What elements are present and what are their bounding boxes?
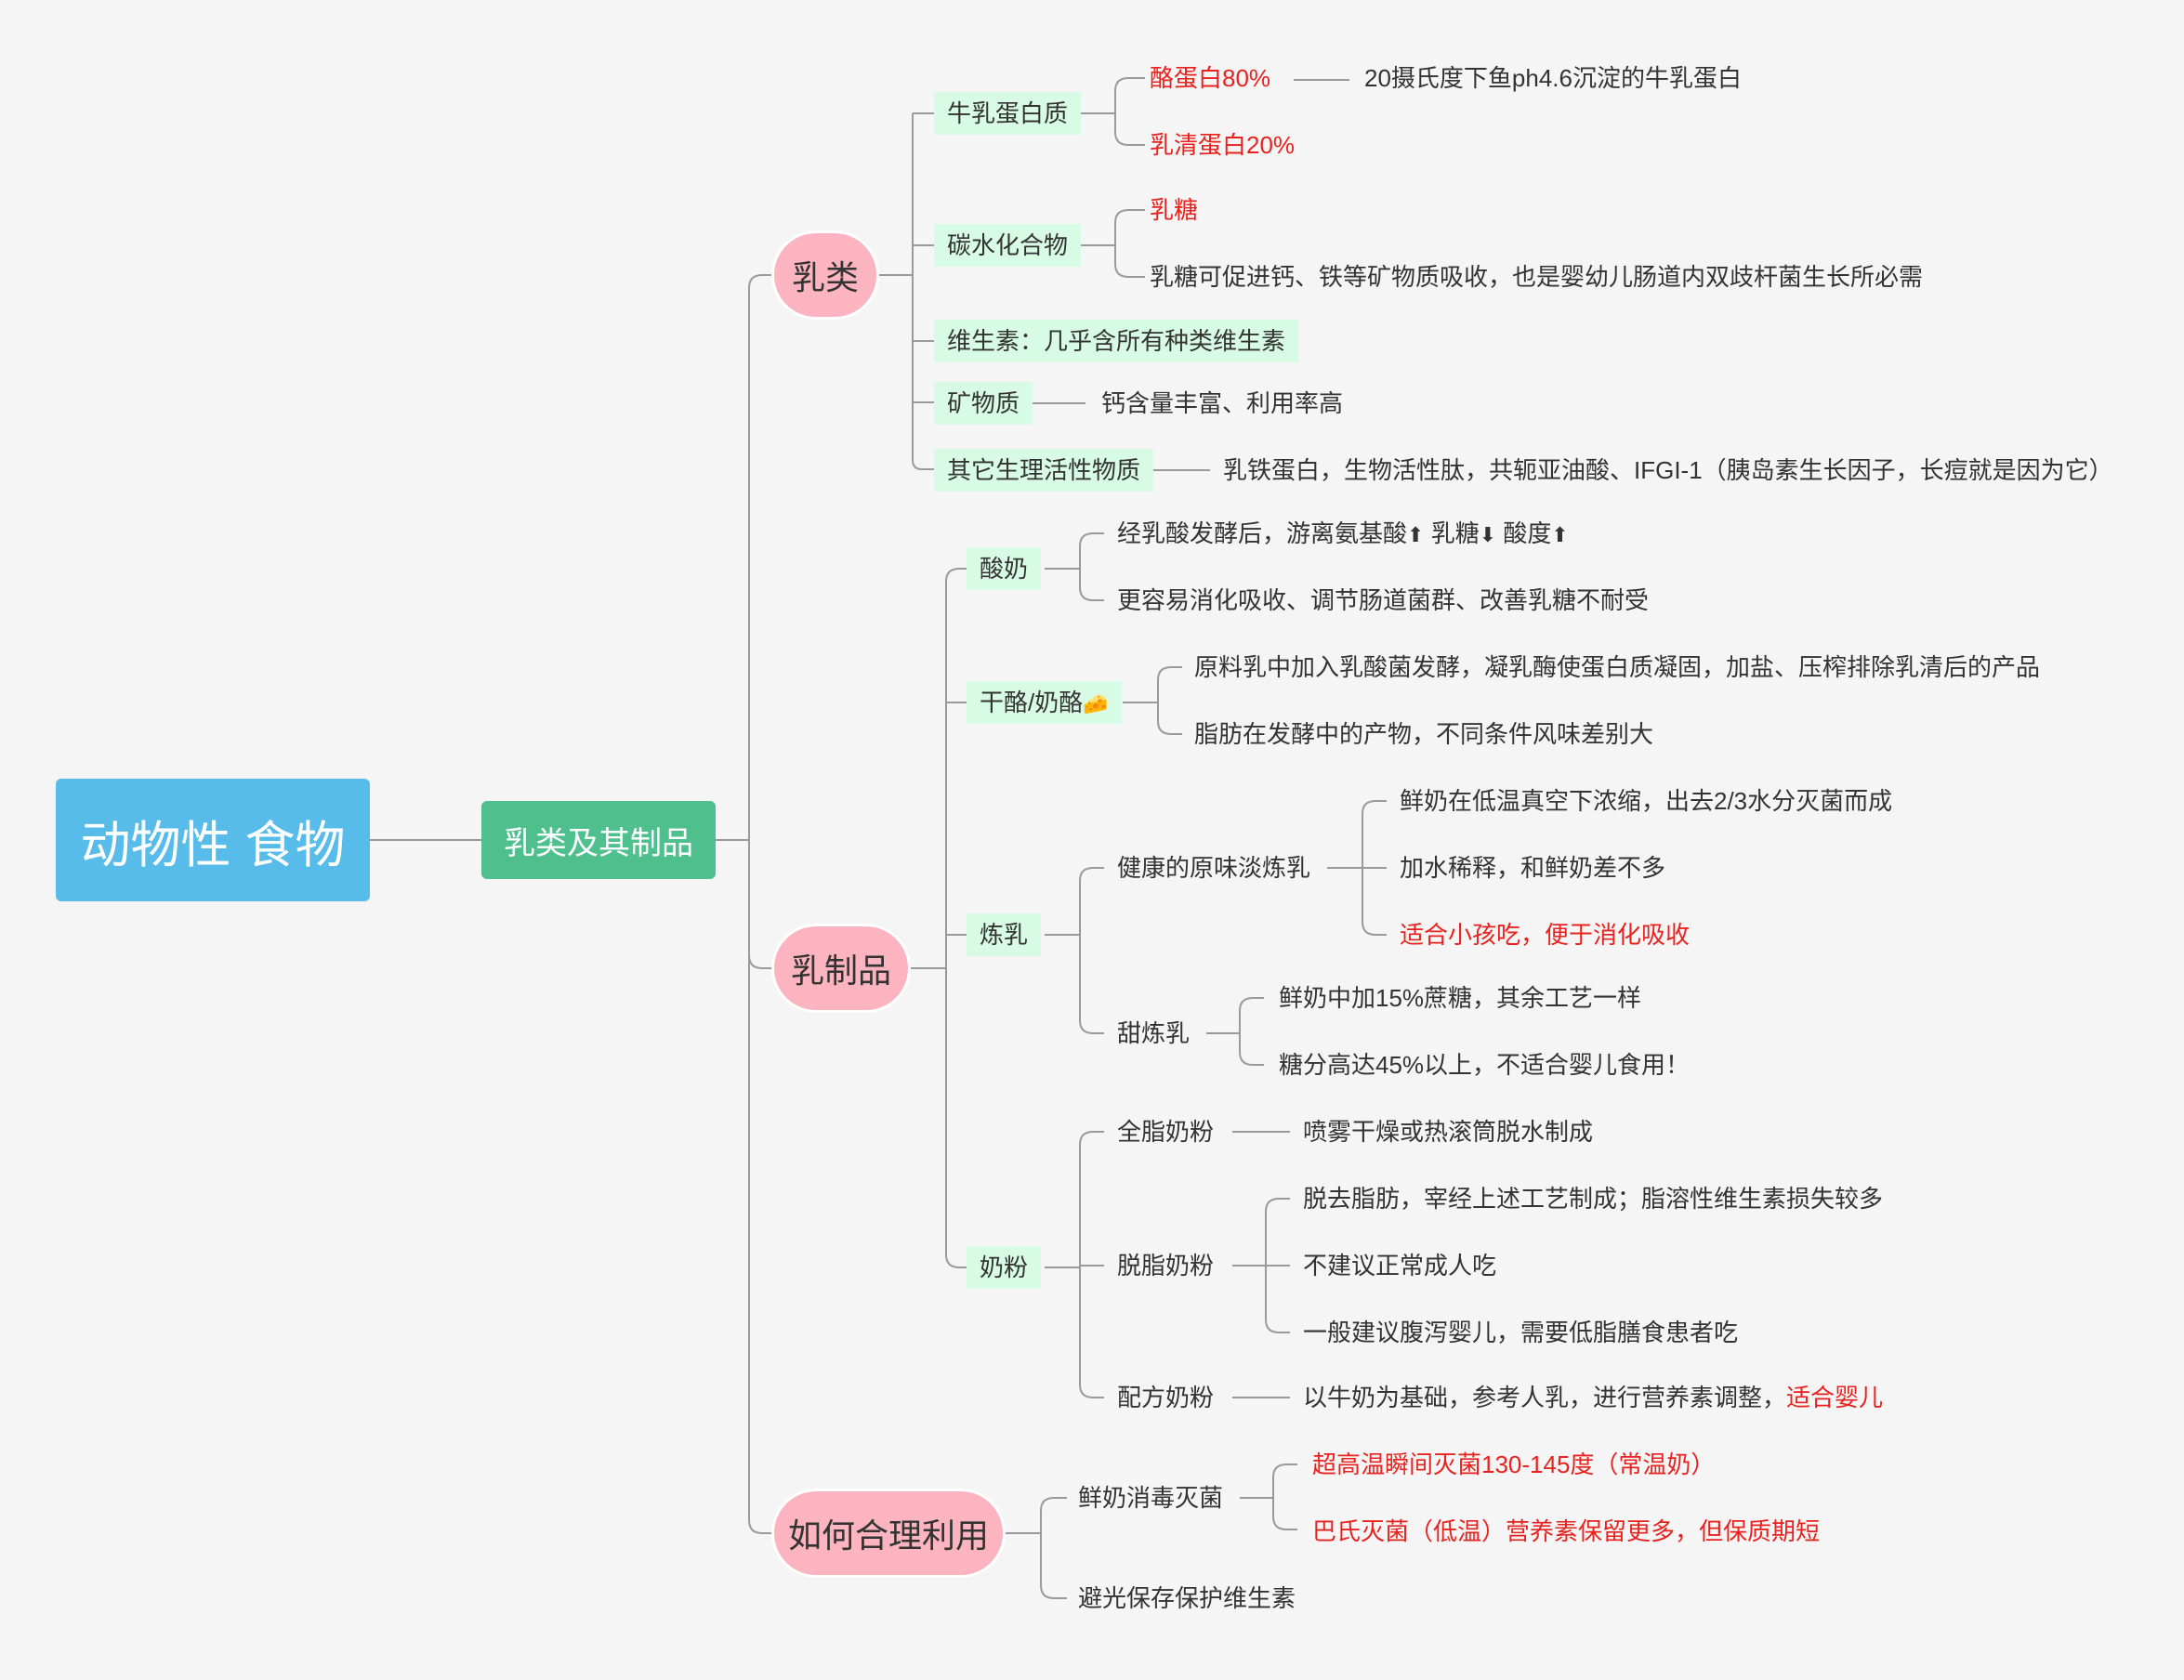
formula-note-highlight: 适合婴儿 [1786, 1384, 1884, 1411]
formula-powder-note[interactable]: 以牛奶为基础，参考人乳，进行营养素调整，适合婴儿 [1303, 1379, 1883, 1416]
topic-usage[interactable]: 如何合理利用 [771, 1489, 1006, 1578]
whole-powder-note[interactable]: 喷雾干燥或热滚筒脱水制成 [1303, 1118, 1594, 1146]
topic-dairy-products[interactable]: 乳制品 [771, 924, 911, 1013]
tag-bioactive[interactable]: 其它生理活性物质 [934, 449, 1154, 492]
arrow-up-icon: ⬆ [1551, 523, 1569, 546]
cheese-note-1[interactable]: 原料乳中加入乳酸菌发酵，凝乳酶使蛋白质凝固，加盐、压榨排除乳清后的产品 [1194, 653, 2041, 681]
sweet-condensed-note-1[interactable]: 鲜奶中加15%蔗糖，其余工艺一样 [1279, 984, 1642, 1012]
whole-powder-label[interactable]: 全脂奶粉 [1117, 1118, 1215, 1146]
tag-milk-protein[interactable]: 牛乳蛋白质 [934, 92, 1082, 135]
formula-note-text: 以牛奶为基础，参考人乳，进行营养素调整， [1303, 1384, 1787, 1411]
main-topic[interactable]: 乳类及其制品 [481, 801, 716, 879]
tag-mineral[interactable]: 矿物质 [934, 382, 1033, 425]
bioactive-note[interactable]: 乳铁蛋白，生物活性肽，共轭亚油酸、IFGI-1（胰岛素生长因子，长痘就是因为它） [1223, 456, 2113, 484]
skim-powder-note-2[interactable]: 不建议正常成人吃 [1303, 1252, 1497, 1280]
tag-cheese[interactable]: 干酪/奶酪🧀 [967, 681, 1122, 724]
skim-powder-note-1[interactable]: 脱去脂肪，宰经上述工艺制成；脂溶性维生素损失较多 [1303, 1185, 1884, 1213]
arrow-up-icon: ⬆ [1407, 523, 1425, 546]
lactose-label[interactable]: 乳糖 [1150, 196, 1199, 224]
yogurt-note-1a: 经乳酸发酵后，游离氨基酸 [1117, 519, 1408, 547]
storage-note[interactable]: 避光保存保护维生素 [1078, 1584, 1296, 1612]
sweet-condensed-label[interactable]: 甜炼乳 [1117, 1019, 1191, 1047]
topic-milk[interactable]: 乳类 [771, 230, 879, 320]
sweet-condensed-note-2[interactable]: 糖分高达45%以上，不适合婴儿食用！ [1279, 1051, 1691, 1079]
plain-condensed-label[interactable]: 健康的原味淡炼乳 [1117, 854, 1311, 882]
sterilize-label[interactable]: 鲜奶消毒灭菌 [1078, 1484, 1224, 1512]
plain-condensed-note-3[interactable]: 适合小孩吃，便于消化吸收 [1400, 921, 1691, 949]
casein-note[interactable]: 20摄氏度下鱼ph4.6沉淀的牛乳蛋白 [1364, 64, 1742, 92]
cheese-label: 干酪/奶酪 [980, 689, 1084, 716]
lactose-note[interactable]: 乳糖可促进钙、铁等矿物质吸收，也是婴幼儿肠道内双歧杆菌生长所必需 [1150, 263, 1924, 291]
formula-powder-label[interactable]: 配方奶粉 [1117, 1384, 1215, 1411]
yogurt-note-1b: 乳糖 [1430, 519, 1480, 547]
yogurt-note-2[interactable]: 更容易消化吸收、调节肠道菌群、改善乳糖不耐受 [1117, 586, 1650, 614]
tag-carbohydrate[interactable]: 碳水化合物 [934, 224, 1082, 267]
whey-label[interactable]: 乳清蛋白20% [1150, 131, 1296, 159]
cheese-icon: 🧀 [1083, 692, 1109, 715]
tag-condensed-milk[interactable]: 炼乳 [967, 913, 1042, 956]
arrow-down-icon: ⬇ [1479, 523, 1497, 546]
plain-condensed-note-1[interactable]: 鲜奶在低温真空下浓缩，出去2/3水分灭菌而成 [1400, 787, 1893, 815]
cheese-note-2[interactable]: 脂肪在发酵中的产物，不同条件风味差别大 [1194, 720, 1654, 748]
tag-vitamin[interactable]: 维生素：几乎含所有种类维生素 [934, 320, 1299, 362]
tag-yogurt[interactable]: 酸奶 [967, 547, 1042, 590]
mineral-note[interactable]: 钙含量丰富、利用率高 [1101, 389, 1344, 417]
plain-condensed-note-2[interactable]: 加水稀释，和鲜奶差不多 [1400, 854, 1666, 882]
skim-powder-label[interactable]: 脱脂奶粉 [1117, 1252, 1215, 1280]
casein-label[interactable]: 酪蛋白80% [1150, 64, 1271, 92]
skim-powder-note-3[interactable]: 一般建议腹泻婴儿，需要低脂膳食患者吃 [1303, 1319, 1739, 1346]
yogurt-note-1c: 酸度 [1503, 519, 1552, 547]
root-topic[interactable]: 动物性 食物 [56, 779, 370, 901]
sterilize-note-2[interactable]: 巴氏灭菌（低温）营养素保留更多，但保质期短 [1312, 1517, 1821, 1545]
tag-milk-powder[interactable]: 奶粉 [967, 1246, 1042, 1289]
yogurt-note-1[interactable]: 经乳酸发酵后，游离氨基酸⬆ 乳糖⬇ 酸度⬆ [1117, 515, 1569, 552]
sterilize-note-1[interactable]: 超高温瞬间灭菌130-145度（常温奶） [1312, 1450, 1716, 1478]
